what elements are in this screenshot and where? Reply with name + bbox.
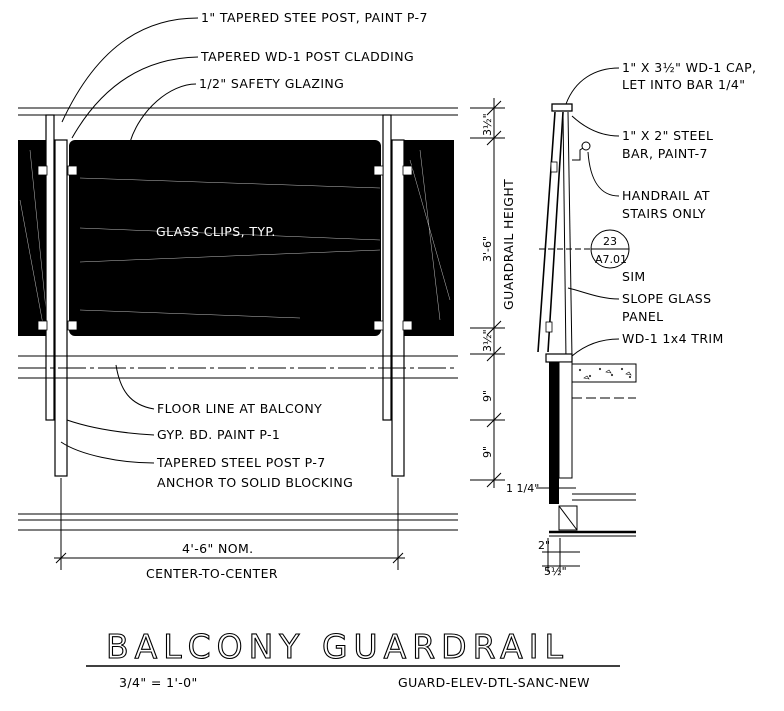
trim-label: WD-1 1x4 TRIM — [622, 331, 724, 346]
section-callout-sheet: A7.01 — [595, 253, 627, 266]
post-left — [45, 114, 68, 477]
drawing-title: BALCONY GUARDRAIL — [106, 627, 569, 666]
glazing-label: 1/2" SAFETY GLAZING — [199, 76, 344, 91]
glass-panel-center — [69, 140, 381, 336]
section-beam — [549, 362, 559, 504]
post-bottom-label-1: TAPERED STEEL POST P-7 — [156, 455, 326, 470]
glass-clips-label: GLASS CLIPS, TYP. — [156, 224, 276, 239]
section-blocking — [558, 361, 573, 479]
sloped-steel-post — [537, 111, 564, 353]
glazing-leader — [129, 83, 197, 143]
handrail-label-1: HANDRAIL AT — [622, 188, 710, 203]
post-top-leader — [61, 17, 199, 123]
five-half-dim: 5½" — [544, 565, 567, 578]
elevation-annotations: 1" TAPERED STEE POST, PAINT P-7 TAPERED … — [60, 10, 428, 490]
cap-leader — [565, 67, 620, 105]
two-dim: 2" — [538, 539, 550, 552]
sim-label: SIM — [622, 269, 646, 284]
glass-panel-section-inner — [562, 111, 567, 361]
gyp-bd-label: GYP. BD. PAINT P-1 — [157, 427, 280, 442]
slope-glass-leader — [567, 287, 620, 300]
floor-slab — [571, 363, 637, 383]
post-bottom-label-2: ANCHOR TO SOLID BLOCKING — [157, 475, 353, 490]
cap-label-2: LET INTO BAR 1/4" — [622, 77, 745, 92]
section-annotations: 1" X 3½" WD-1 CAP, LET INTO BAR 1/4" 1" … — [539, 60, 756, 357]
nine-lower-dim: 9" — [481, 446, 494, 458]
glass-panel-section — [567, 111, 573, 359]
trim — [545, 353, 573, 363]
drawing-id: GUARD-ELEV-DTL-SANC-NEW — [398, 675, 590, 690]
top-offset-dim: 3½" — [481, 113, 494, 136]
post-top-label: 1" TAPERED STEE POST, PAINT P-7 — [201, 10, 428, 25]
handrail-circle — [581, 141, 591, 151]
drawing-scale: 3/4" = 1'-0" — [119, 675, 198, 690]
handrail-label-2: STAIRS ONLY — [622, 206, 706, 221]
trim-leader — [571, 338, 620, 357]
glass-clips — [37, 165, 413, 331]
wood-cap — [551, 103, 573, 112]
guardrail-height-dim: 3'-6" — [481, 236, 494, 262]
elevation-view: GLASS CLIPS, TYP. — [18, 107, 458, 531]
glass-reflection-lines — [19, 149, 451, 331]
one-quarter-dim: 1 1/4" — [506, 482, 539, 495]
slope-glass-label-1: SLOPE GLASS — [622, 291, 711, 306]
title-block: BALCONY GUARDRAIL 3/4" = 1'-0" GUARD-ELE… — [86, 626, 620, 690]
cap-label-1: 1" X 3½" WD-1 CAP, — [622, 60, 756, 75]
floor-line-label: FLOOR LINE AT BALCONY — [157, 401, 322, 416]
center-to-center-value: 4'-6" NOM. — [182, 541, 254, 556]
steel-bar-label-1: 1" X 2" STEEL — [622, 128, 713, 143]
cladding-leader — [71, 56, 199, 139]
center-to-center-label: CENTER-TO-CENTER — [146, 566, 278, 581]
vertical-dimensions: 3½" 3'-6" GUARDRAIL HEIGHT 3½" 9" 9" — [470, 98, 516, 488]
handrail-leader — [587, 151, 620, 197]
floor-slab-hatch — [578, 367, 632, 380]
gyp-bd-leader — [66, 419, 155, 436]
section-view: 1 1/4" 2" 5½" — [506, 103, 637, 578]
nine-upper-dim: 9" — [481, 390, 494, 402]
bottom-offset-dim: 3½" — [481, 329, 494, 352]
post-bottom-leader — [60, 441, 155, 464]
steel-bar-leader — [571, 115, 620, 137]
cladding-label: TAPERED WD-1 POST CLADDING — [200, 49, 414, 64]
section-callout-number: 23 — [603, 235, 617, 248]
center-to-center-dimension: 4'-6" NOM. CENTER-TO-CENTER — [54, 478, 405, 581]
guardrail-height-label: GUARDRAIL HEIGHT — [501, 179, 516, 310]
floor-line-leader — [115, 364, 155, 410]
steel-bar-label-2: BAR, PAINT-7 — [622, 146, 708, 161]
post-right — [382, 114, 405, 477]
slope-glass-label-2: PANEL — [622, 309, 664, 324]
